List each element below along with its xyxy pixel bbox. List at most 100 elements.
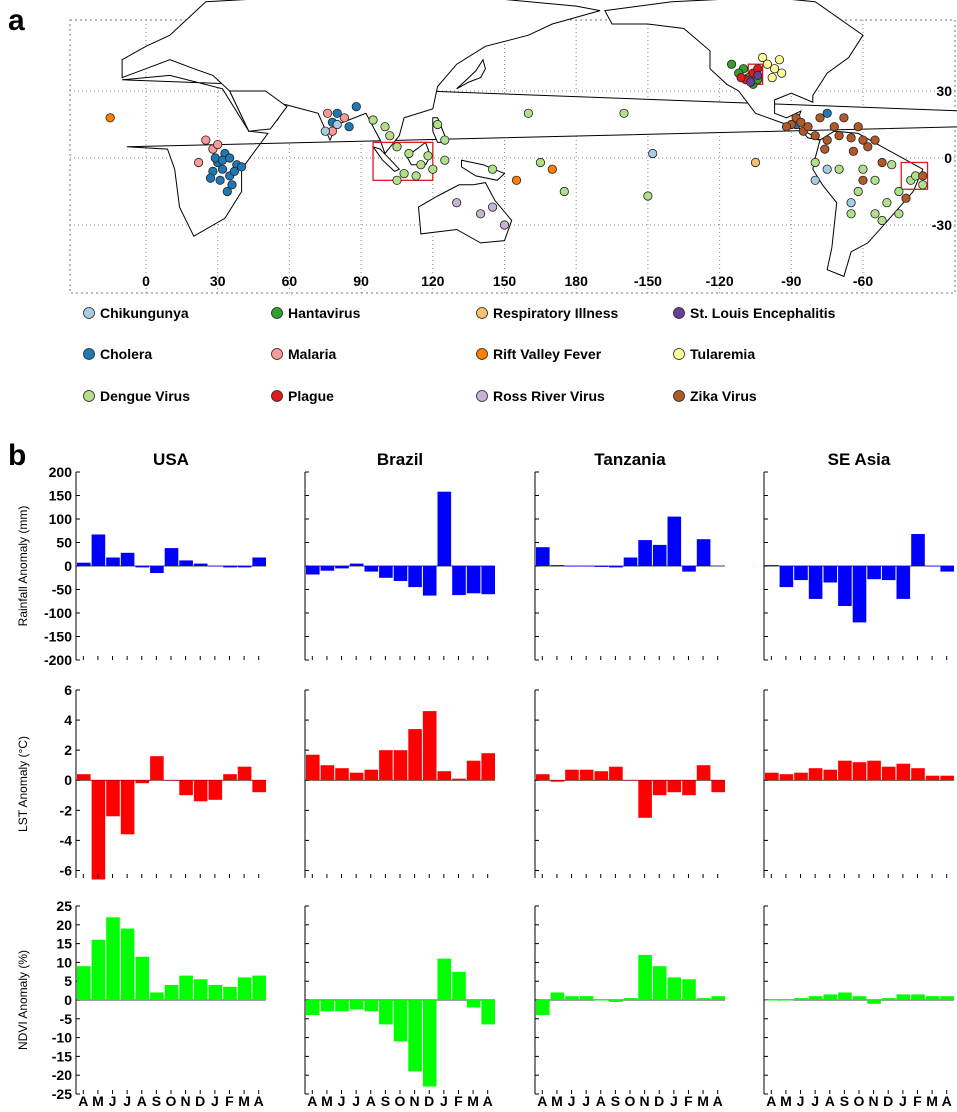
bar [135,956,150,1000]
legend-item-plague: Plague [271,388,334,404]
bar [711,996,725,1000]
point-st-louis-encephalitis [753,70,763,81]
bar [364,769,379,781]
bar [652,780,667,796]
x-tick-label: A [713,1093,723,1109]
bar [550,780,565,782]
bar [940,775,954,781]
y-tick-label: 15 [56,936,72,952]
point-zika-virus [839,113,849,123]
bar [481,753,495,781]
x-tick-label: J [811,1093,819,1109]
point-zika-virus [834,131,844,141]
bar [466,760,481,781]
legend-label: Zika Virus [690,388,757,404]
y-tick-label: -150 [44,629,72,645]
bar [237,566,252,568]
bar [223,566,237,568]
legend-label: Dengue Virus [100,388,190,404]
point-dengue-virus [870,175,880,185]
x-tick-label: M [551,1093,563,1109]
bar [466,566,481,594]
bar [150,756,164,781]
x-tick-label: M [780,1093,792,1109]
y-axis-label: Rainfall Anomaly (mm) [16,506,30,627]
point-tularemia [769,64,780,74]
bar [925,566,940,567]
legend-label: St. Louis Encephalitis [690,305,836,321]
legend-item-dengue-virus: Dengue Virus [83,388,190,404]
legend-item-chikungunya: Chikungunya [83,305,189,321]
bar [896,994,911,1000]
bar [135,780,150,784]
bar [437,958,452,1000]
bar [682,780,696,796]
bar-plot-lst-anomaly-c-se-asia [763,689,954,878]
legend-marker [271,307,283,319]
bar [896,763,911,781]
bar [779,774,794,781]
x-tick-label: F [913,1093,922,1109]
bar [911,994,925,1000]
bar [823,769,838,781]
point-malaria [339,113,349,123]
x-tick-label: J [211,1093,219,1109]
bar [320,566,335,571]
bar [638,954,652,1000]
point-dengue-virus [368,115,378,125]
x-tick-label: J [440,1093,448,1109]
point-dengue-virus [411,171,421,181]
point-cholera [332,108,342,118]
point-zika-virus [846,133,856,143]
bar [852,566,867,623]
x-tick-label: M [697,1093,709,1109]
bar [422,566,437,596]
y-tick-label: 0 [64,992,72,1008]
point-ross-river-virus [475,209,486,219]
bar [638,540,652,566]
point-dengue-virus [432,119,443,130]
bar [437,491,452,566]
legend-item-hantavirus: Hantavirus [271,305,361,321]
landmass-japan [456,58,486,90]
point-dengue-virus [559,186,569,197]
bar [536,774,550,781]
point-ross-river-virus [452,198,462,208]
bar [77,966,91,1000]
bar [794,772,808,781]
x-tick-label: A [942,1093,952,1109]
legend-item-st-louis-encephalitis: St. Louis Encephalitis [673,305,836,321]
point-dengue-virus [535,157,546,168]
bar-plot-rainfall-anomaly-mm-se-asia [763,471,954,661]
x-tick-label: A [307,1093,317,1109]
point-chikungunya [648,148,658,159]
bar [164,780,179,781]
x-tick-label: O [625,1093,636,1109]
bar [609,566,623,568]
point-st-louis-encephalitis [746,77,756,87]
point-cholera [227,180,237,190]
column-title-tanzania: Tanzania [594,450,666,469]
bar [765,772,779,781]
x-tick-label: J [582,1093,590,1109]
bar [91,780,106,880]
highlight-box-brazil [900,161,929,190]
y-tick-label: -6 [60,862,73,878]
map-x-tick: 120 [421,273,445,289]
x-tick-label: O [395,1093,406,1109]
bar [696,765,711,781]
point-dengue-virus [858,164,868,174]
x-tick-label: D [654,1093,664,1109]
bar [638,780,652,818]
point-chikungunya [846,198,856,208]
y-tick-label: -200 [44,652,72,668]
map-x-tick: 150 [493,273,517,289]
bar [823,566,838,583]
legend-marker [476,348,488,360]
map-y-tick: -30 [932,217,952,233]
point-dengue-virus [428,164,438,174]
point-cholera [225,153,235,163]
bar [393,750,408,781]
